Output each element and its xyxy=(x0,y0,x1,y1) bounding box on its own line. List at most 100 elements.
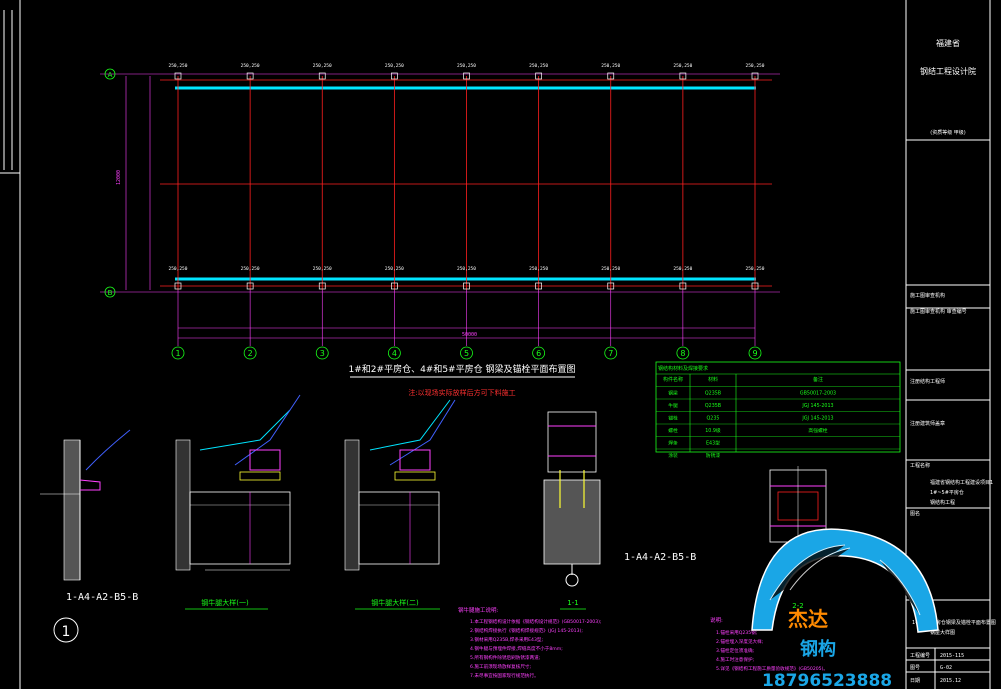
notes-left: 钢牛腿施工说明: 1.本工程钢结构设计依据《钢结构设计规范》(GB50017-2… xyxy=(458,606,602,679)
top-label: 250,250 xyxy=(169,63,188,69)
title-institute: 钢结工程设计院 xyxy=(920,66,976,76)
note-line: 4.施工时注意保护; xyxy=(716,656,755,663)
bottom-label: 250,250 xyxy=(673,266,692,272)
column-axis-4: 250,250 250,250 4 xyxy=(385,63,404,360)
column-axis-1: 250,250 250,250 1 xyxy=(169,63,188,360)
table-cell: 钢梁 xyxy=(668,390,678,397)
axis-number: 1 xyxy=(175,349,180,358)
table-row: 钢梁 Q235B GB50017-2003 xyxy=(656,386,900,397)
anchor-plan-view: 12000 50000 A B 250,250250,2501250,25025… xyxy=(100,63,780,360)
sheet-no-label: 图号 xyxy=(910,665,920,671)
column-axis-7: 250,250 250,250 7 xyxy=(601,63,621,360)
top-label: 250,250 xyxy=(746,63,765,69)
bottom-label: 250,250 xyxy=(385,266,404,272)
title-block: 福建省 钢结工程设计院 (资质等级 甲级) 施工图审查机构 施工图审查机构 审查… xyxy=(905,0,996,689)
note-line: 2.钢结构焊接执行《钢结构焊接规范》(JGJ 145-2013); xyxy=(470,627,583,634)
table-cell: 焊条 xyxy=(668,440,678,447)
date: 2015.12 xyxy=(940,678,961,684)
table-cell: E43型 xyxy=(706,440,720,447)
note-line: 2.锚栓埋入深度见大样; xyxy=(716,638,764,645)
axis-number: 4 xyxy=(392,349,397,358)
notes-left-title: 钢牛腿施工说明: xyxy=(458,606,499,614)
bottom-label: 250,250 xyxy=(313,266,332,272)
table-cell: 防锈漆 xyxy=(706,452,721,459)
watermark-logo: 杰达 钢构 18796523888 xyxy=(751,528,939,689)
top-label: 250,250 xyxy=(385,63,404,69)
column-axis-9: 250,250 250,250 9 xyxy=(746,63,765,360)
height-dim-text: 12000 xyxy=(116,170,122,185)
detail2-title: 钢牛腿大样(二) xyxy=(371,598,419,607)
title-province: 福建省 xyxy=(936,38,960,48)
table-row: 涂装 防锈漆 xyxy=(656,448,900,459)
axis-number: 7 xyxy=(608,349,613,358)
project-label: 工程名称 xyxy=(910,462,930,469)
top-label: 250,250 xyxy=(457,63,476,69)
column-axis-8: 250,250 250,250 8 xyxy=(673,63,693,360)
row-label-a: A xyxy=(104,68,116,80)
top-label: 250,250 xyxy=(601,63,620,69)
note-line: 1.锚栓采用Q235钢; xyxy=(716,629,758,636)
table-header: 钢结构材料及焊接要求 xyxy=(658,365,708,372)
bracket-detail-2: 钢牛腿大样(二) xyxy=(344,399,456,610)
section-1-1: 1-1 xyxy=(543,411,601,610)
table-cell: 螺栓 xyxy=(668,427,678,434)
wall-section-detail: 1-A4-A2-B5-B 1 xyxy=(40,429,138,643)
bottom-label: 250,250 xyxy=(746,266,765,272)
note-line: 3.钢材采用Q235B,焊条采用E43型; xyxy=(470,636,543,643)
date-label: 日期 xyxy=(910,678,920,684)
note-line: 1.本工程钢结构设计依据《钢结构设计规范》(GB50017-2003); xyxy=(470,618,602,625)
axis-number: 8 xyxy=(680,349,685,358)
callout-number: 1 xyxy=(62,624,71,640)
drawing-no: 2015-115 xyxy=(940,653,964,659)
table-cell: JGJ 145-2013 xyxy=(801,416,833,422)
table-cell: Q235B xyxy=(705,391,721,397)
axis-number: 9 xyxy=(752,349,757,358)
table-cell: JGJ 145-2013 xyxy=(801,403,833,409)
project-name-2: 钢结构工程 xyxy=(930,499,955,506)
plan-note: 注:以现场实际放样后方可下料施工 xyxy=(408,388,515,397)
tag-mid: 1-A4-A2-B5-B xyxy=(624,552,696,563)
section22-title: 2-2 xyxy=(792,602,803,610)
sheet-name-0: 1#~5#平房仓钢梁及锚栓平面布置图 xyxy=(912,619,996,626)
notes-right-title: 说明: xyxy=(710,616,723,624)
bottom-label: 250,250 xyxy=(241,266,260,272)
bottom-label: 250,250 xyxy=(601,266,620,272)
section11-title: 1-1 xyxy=(567,599,578,607)
drawing-no-label: 工程编号 xyxy=(910,652,930,659)
title-row-0: 施工图审查机构 xyxy=(910,292,945,299)
note-line: 5.所有钢构件除锈后刷防锈漆两道; xyxy=(470,654,541,661)
table-cell: 涂装 xyxy=(668,452,678,459)
table-cell: GB50017-2003 xyxy=(800,391,836,397)
axis-number: 2 xyxy=(248,349,253,358)
table-cell: 牛腿 xyxy=(668,402,678,409)
table-cell: 锚栓 xyxy=(668,415,678,422)
table-col-2: 备注 xyxy=(813,376,823,383)
table-col-0: 构件名称 xyxy=(663,376,683,383)
top-label: 250,250 xyxy=(673,63,692,69)
notes-right-lines: 1.锚栓采用Q235钢;2.锚栓埋入深度见大样;3.锚栓定位须准确;4.施工时注… xyxy=(716,629,828,672)
title-row-3: 注册建筑师盖章 xyxy=(910,420,945,427)
sheet-no: G-02 xyxy=(940,665,952,671)
tag-left: 1-A4-A2-B5-B xyxy=(66,592,138,603)
note-line: 4.钢牛腿与预埋件焊接,焊缝高度不小于8mm; xyxy=(470,645,563,652)
top-label: 250,250 xyxy=(529,63,548,69)
bottom-label: 250,250 xyxy=(169,266,188,272)
detail1-title: 钢牛腿大样(一) xyxy=(201,598,249,607)
note-line: 5.详见《钢结构工程施工质量验收规范》(GB50205)。 xyxy=(716,665,828,672)
top-label: 250,250 xyxy=(313,63,332,69)
sheet-name-1: 钢屋大样图 xyxy=(930,629,955,636)
notes-left-lines: 1.本工程钢结构设计依据《钢结构设计规范》(GB50017-2003); 2.钢结… xyxy=(470,618,602,679)
top-label: 250,250 xyxy=(241,63,260,69)
table-row: 焊条 E43型 xyxy=(656,436,900,447)
project-name-0: 福建省钢结构工程建设项目1 xyxy=(930,479,993,486)
row-label-b: B xyxy=(104,286,116,298)
column-axes: 250,250250,2501250,250250,2502250,250250… xyxy=(169,63,765,360)
